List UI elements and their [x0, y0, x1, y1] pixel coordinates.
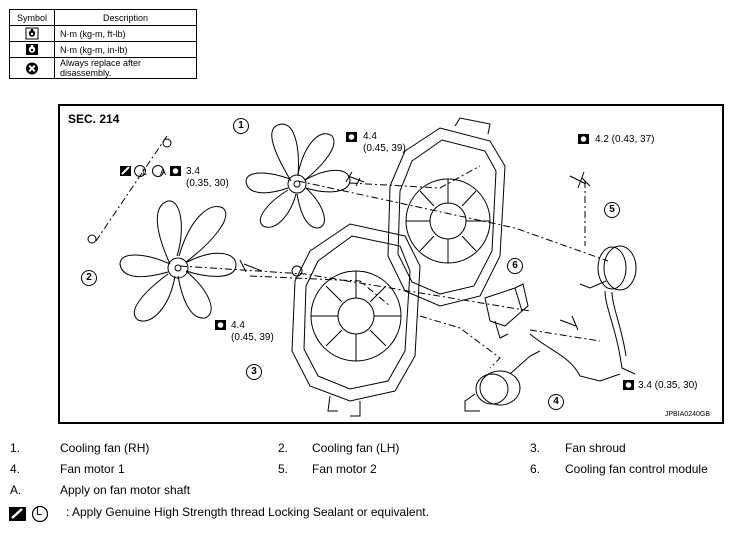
fan-motor-2-drawing: [579, 245, 637, 375]
torque-wrench-icon: [346, 132, 357, 142]
bolts-drawing: [87, 138, 591, 331]
torque-wrench-icon: [215, 320, 226, 330]
sealant-pencil-icon: [9, 505, 49, 523]
part-name: Fan motor 2: [312, 462, 377, 476]
part-name: Cooling fan (LH): [312, 441, 400, 455]
torque-t2-sub: (0.45, 39): [363, 143, 406, 154]
part-number: 6.: [530, 462, 541, 476]
part-name: Cooling fan (RH): [60, 441, 150, 455]
part-number: 4.: [10, 462, 21, 476]
torque-t4-sub: (0.45, 39): [231, 332, 274, 343]
torque-wrench-icon: [25, 27, 39, 40]
cooling-fan-rh-drawing: [245, 123, 351, 229]
torque-t5: 3.4 (0.35, 30): [638, 380, 698, 391]
part-number: 1.: [10, 441, 21, 455]
torque-wrench-icon: [623, 380, 634, 390]
torque-t2-value: 4.4: [363, 131, 377, 142]
part-number: 5.: [278, 462, 289, 476]
apply-letter: A: [160, 167, 167, 177]
sealant-pencil-icon: [120, 166, 131, 176]
sealant-note-text: : Apply Genuine High Strength thread Loc…: [66, 505, 429, 519]
torque-t3: 4.2 (0.43, 37): [595, 134, 655, 145]
callout-4: 4: [548, 394, 564, 410]
callout-1: 1: [233, 118, 249, 134]
legend-header-symbol: Symbol: [9, 9, 55, 26]
sealant-letter: L: [36, 506, 43, 518]
part-name: Fan motor 1: [60, 462, 125, 476]
exploded-view-diagram: SEC. 214 L A 3.4 (0.35, 30) 4.4 (0.45, 3…: [58, 104, 724, 424]
torque-wrench-icon: [578, 134, 589, 144]
section-label: SEC. 214: [68, 112, 120, 126]
torque-t1-value: 3.4: [186, 166, 200, 177]
control-module-drawing: [484, 283, 621, 382]
legend-row: N·m (kg-m, in-lb): [9, 41, 197, 58]
legend-row: N·m (kg-m, ft-lb): [9, 25, 197, 42]
fan-shroud-drawing: [291, 223, 421, 417]
symbol-legend-table: Symbol Description N·m (kg-m, ft-lb) N·m…: [9, 9, 197, 79]
torque-t4-value: 4.4: [231, 320, 245, 331]
torque-t1-sub: (0.35, 30): [186, 178, 229, 189]
part-name: Cooling fan control module: [565, 462, 708, 476]
callout-6: 6: [507, 258, 523, 274]
torque-wrench-small-icon: [26, 44, 38, 55]
sealant-mark-icon: [134, 165, 164, 177]
cooling-fan-lh-drawing: [119, 200, 237, 322]
legend-description: N·m (kg-m, ft-lb): [54, 25, 197, 42]
figure-id: JPBIA0240GB: [664, 411, 710, 418]
part-number: 2.: [278, 441, 289, 455]
legend-header-row: Symbol Description: [9, 9, 197, 26]
legend-row: Always replace after disassembly.: [9, 57, 197, 79]
always-replace-icon: [26, 62, 38, 74]
part-name: Apply on fan motor shaft: [60, 483, 191, 497]
part-number: A.: [10, 483, 22, 497]
callout-5: 5: [604, 202, 620, 218]
part-number: 3.: [530, 441, 541, 455]
sealant-letter: L: [142, 167, 148, 177]
part-name: Fan shroud: [565, 441, 626, 455]
fan-motor-1-drawing: [464, 350, 541, 412]
legend-description: N·m (kg-m, in-lb): [54, 41, 197, 58]
diagram-drawing: [87, 117, 637, 417]
assembly-center-lines: [95, 135, 609, 369]
torque-wrench-icon: [170, 166, 181, 176]
callout-3: 3: [246, 364, 262, 380]
callout-2: 2: [81, 270, 97, 286]
legend-header-description: Description: [54, 9, 197, 26]
legend-description: Always replace after disassembly.: [54, 57, 197, 79]
